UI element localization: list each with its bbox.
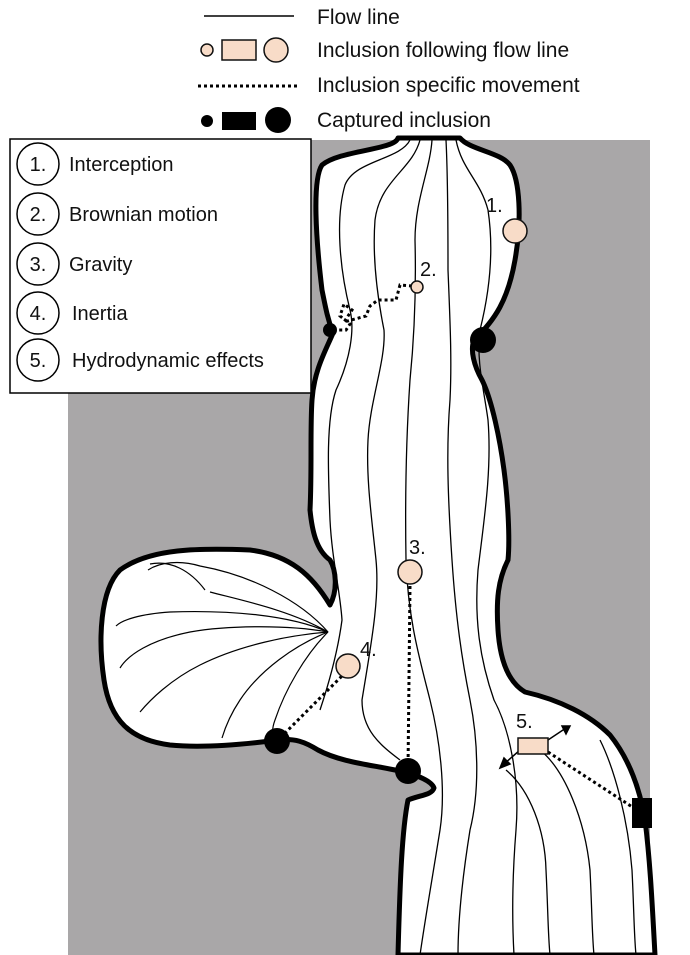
captured-hydrodynamic	[632, 798, 652, 828]
inclusion-interception	[503, 219, 527, 243]
captured-rect-swatch	[222, 112, 256, 130]
mechanism-legend: 1. Interception 2. Brownian motion 3. Gr…	[10, 139, 311, 393]
mechanism-number: 1.	[30, 154, 47, 176]
captured-small-swatch	[201, 115, 213, 127]
mechanism-label: Brownian motion	[69, 204, 218, 226]
inclusion-brownian	[411, 281, 423, 293]
legend-specific-movement: Inclusion specific movement	[317, 74, 580, 97]
inclusion-inertia	[336, 654, 360, 678]
mechanism-number: 4.	[30, 303, 47, 325]
inclusion-small-swatch	[201, 44, 213, 56]
marker-4: 4.	[360, 639, 377, 661]
mechanism-label: Interception	[69, 154, 174, 176]
captured-large-swatch	[265, 107, 291, 133]
inclusion-rect-swatch	[222, 40, 256, 60]
marker-5: 5.	[516, 711, 533, 733]
legend-inclusion-following: Inclusion following flow line	[317, 39, 569, 62]
captured-gravity	[395, 758, 421, 784]
marker-2: 2.	[420, 259, 437, 281]
captured-interception	[470, 327, 496, 353]
inclusion-hydrodynamic	[518, 738, 548, 754]
mechanism-number: 3.	[30, 254, 47, 276]
top-legend: Flow line Inclusion following flow line …	[198, 6, 580, 133]
legend-captured: Captured inclusion	[317, 109, 491, 132]
captured-brownian	[323, 323, 337, 337]
mechanism-label: Inertia	[72, 303, 128, 325]
marker-1: 1.	[486, 195, 503, 217]
mechanism-label: Hydrodynamic effects	[72, 350, 264, 372]
inclusion-gravity	[398, 560, 422, 584]
captured-inertia	[264, 728, 290, 754]
legend-flow-line: Flow line	[317, 6, 400, 29]
mechanism-number: 2.	[30, 204, 47, 226]
mechanism-label: Gravity	[69, 254, 132, 276]
marker-3: 3.	[409, 537, 426, 559]
mechanism-number: 5.	[30, 350, 47, 372]
inclusion-large-swatch	[264, 38, 288, 62]
